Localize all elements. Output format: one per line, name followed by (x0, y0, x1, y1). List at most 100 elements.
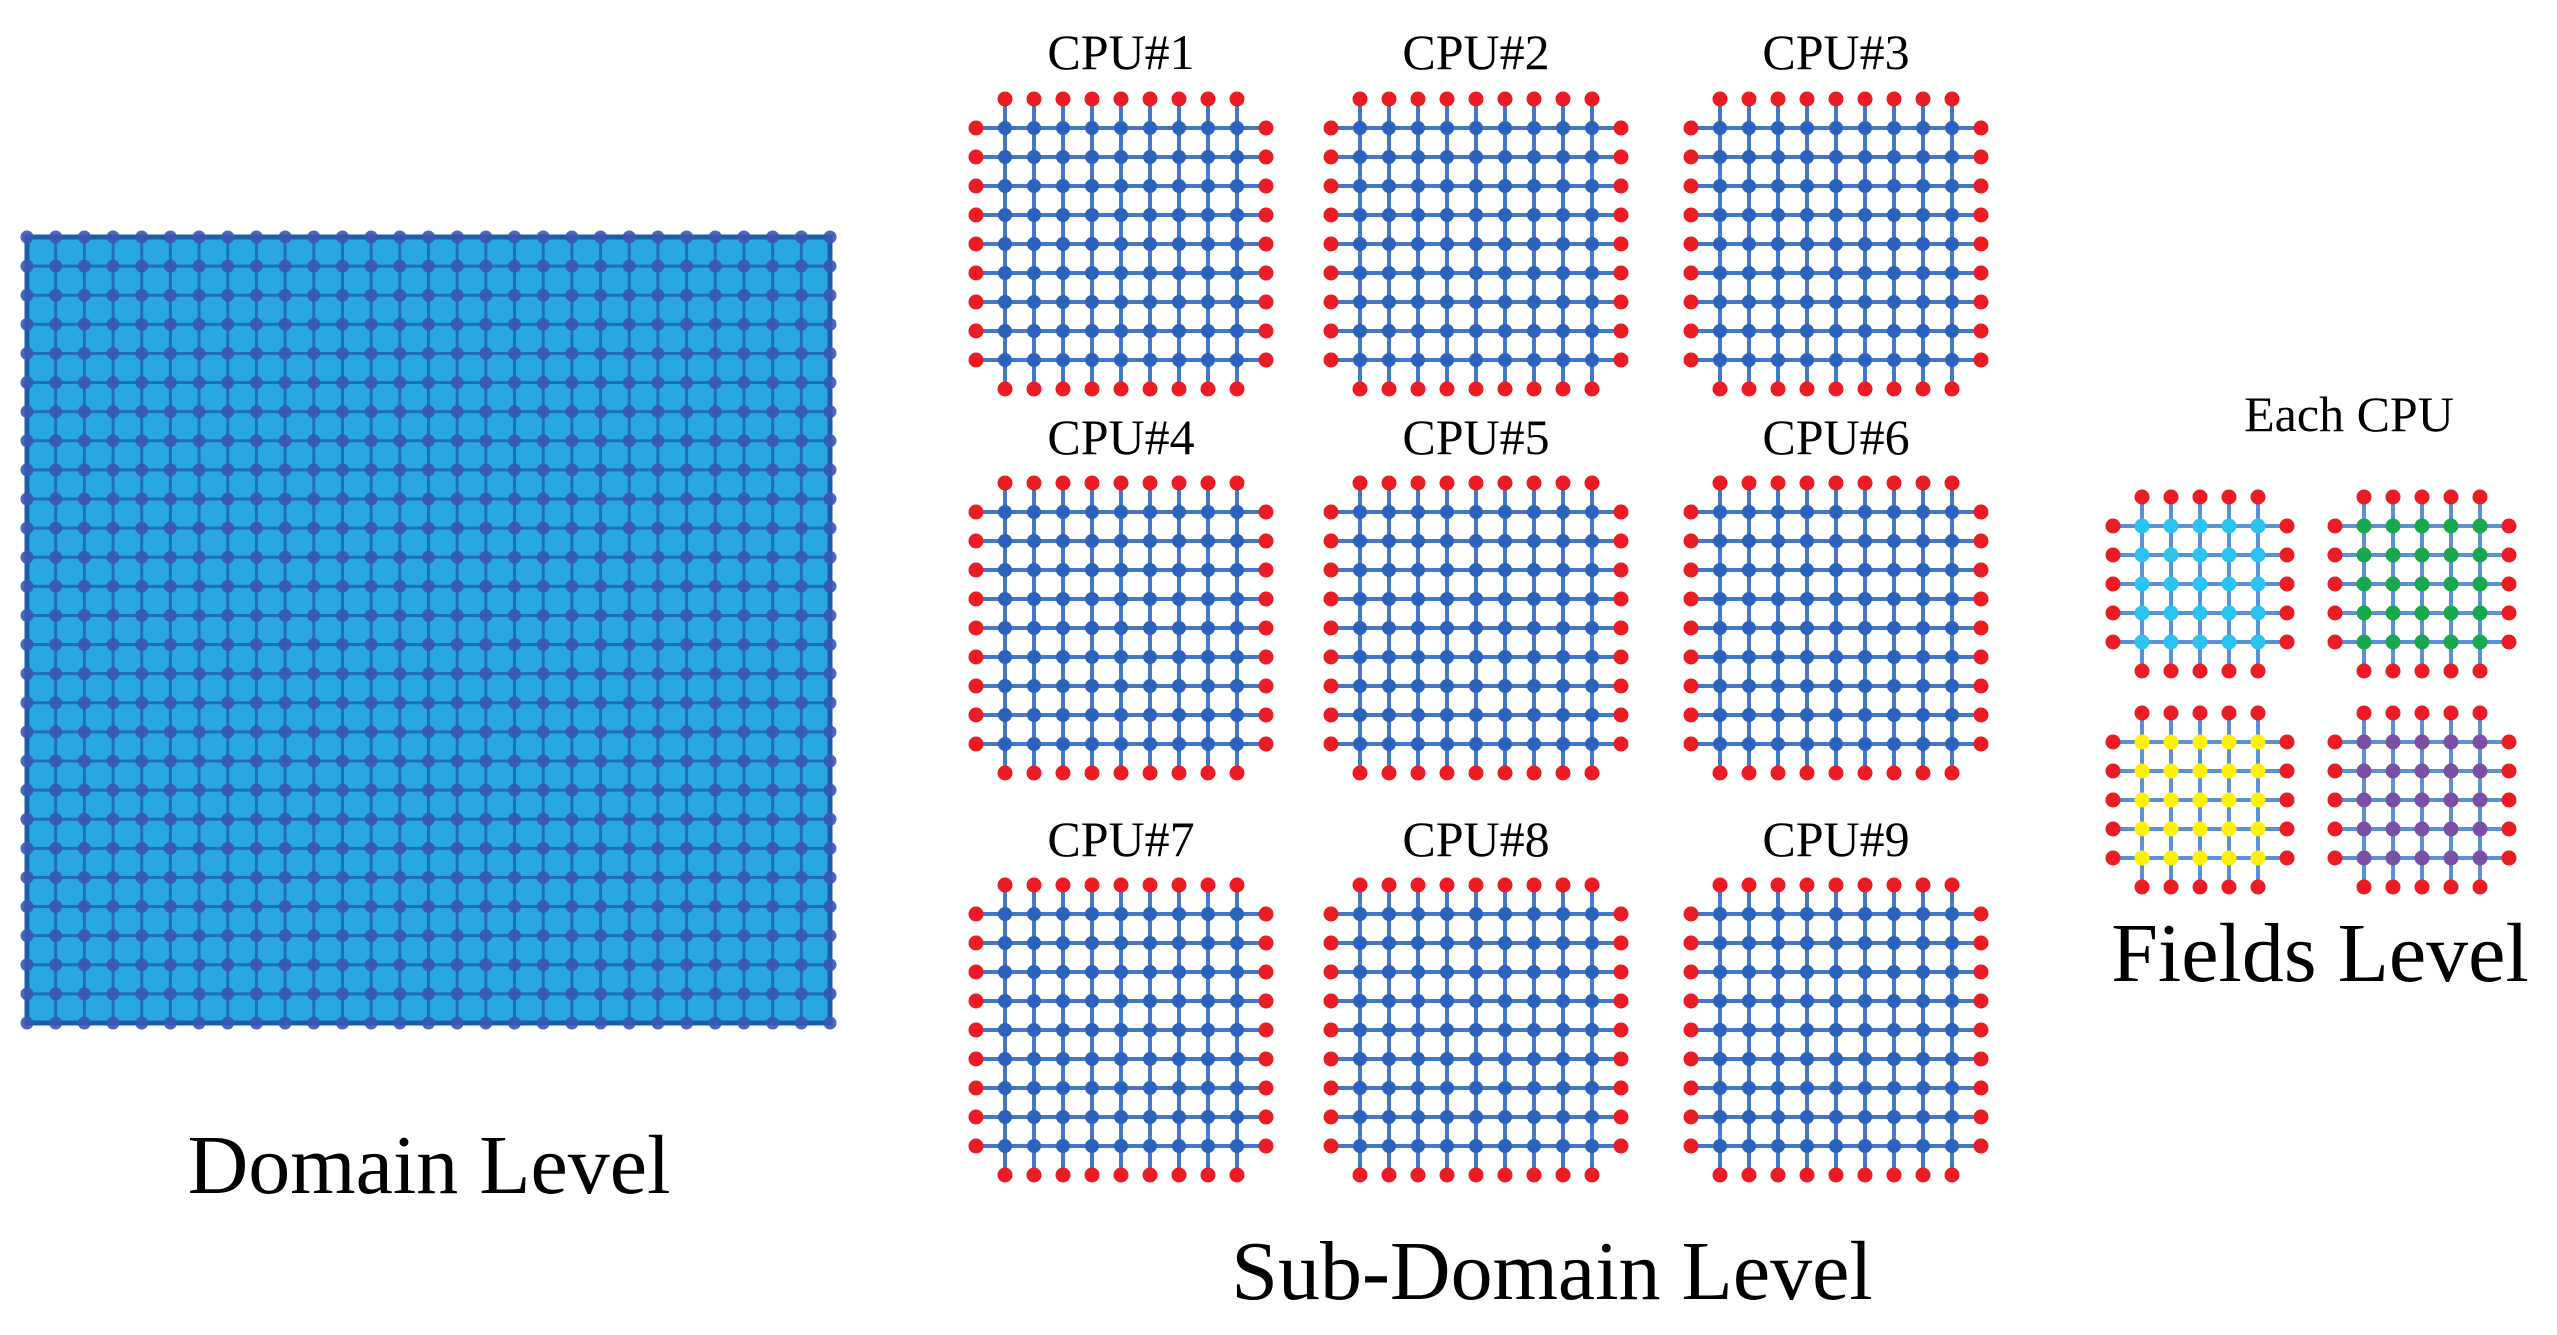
grid-dot (823, 259, 837, 273)
grid-dot (766, 579, 780, 593)
interior-dot (1829, 1081, 1843, 1095)
grid-dot (163, 317, 177, 331)
halo-dot (1113, 1167, 1129, 1183)
interior-dot (1713, 1052, 1727, 1066)
halo-dot (1683, 323, 1699, 339)
grid-dot (651, 900, 665, 914)
interior-dot (1771, 907, 1785, 921)
halo-dot (2279, 634, 2295, 650)
halo-dot (1497, 91, 1513, 107)
interior-dot (998, 592, 1012, 606)
grid-dot (565, 346, 579, 360)
interior-dot (1085, 1110, 1099, 1124)
grid-dot (163, 900, 177, 914)
grid-dot (594, 1016, 608, 1030)
grid-dot (737, 463, 751, 477)
interior-dot (2192, 605, 2208, 621)
grid-dot (708, 492, 722, 506)
interior-dot (1945, 121, 1959, 135)
interior-dot (1085, 650, 1099, 664)
interior-dot (2414, 792, 2430, 808)
interior-dot (1771, 650, 1785, 664)
halo-dot (1258, 1138, 1274, 1154)
interior-dot (2443, 734, 2459, 750)
grid-dot (622, 667, 636, 681)
halo-dot (1886, 1167, 1902, 1183)
interior-dot (1498, 679, 1512, 693)
interior-dot (1887, 650, 1901, 664)
grid-dot (49, 463, 63, 477)
halo-dot (1683, 649, 1699, 665)
halo-dot (2105, 634, 2121, 650)
interior-dot (1056, 679, 1070, 693)
halo-dot (1770, 91, 1786, 107)
grid-dot (163, 376, 177, 390)
cpu-grid-6 (1683, 475, 1989, 781)
halo-dots (2327, 705, 2517, 895)
grid-dot (135, 812, 149, 826)
interior-dot (1469, 324, 1483, 338)
interior-dot (1440, 1110, 1454, 1124)
grid-dot (479, 667, 493, 681)
interior-dot (1887, 965, 1901, 979)
interior-dot (1527, 708, 1541, 722)
grid-dot (422, 579, 435, 593)
interior-dot (1800, 1139, 1814, 1153)
halo-dot (1439, 877, 1455, 893)
halo-dot (2279, 605, 2295, 621)
grid-dot (422, 841, 435, 855)
interior-dot (1353, 621, 1367, 635)
interior-dot (1916, 237, 1930, 251)
cpu-grid-3 (1683, 91, 1989, 397)
interior-dot (1858, 150, 1872, 164)
interior-dot (1556, 621, 1570, 635)
grid-dot (450, 667, 464, 681)
grid-dot (651, 1016, 665, 1030)
interior-dot (2472, 792, 2488, 808)
interior-dot (1916, 295, 1930, 309)
grid-dot (278, 987, 292, 1001)
interior-dot (1742, 1023, 1756, 1037)
halo-dot (1323, 993, 1339, 1009)
interior-dot (1230, 592, 1244, 606)
grid-dot (221, 638, 235, 652)
halo-dot (968, 707, 984, 723)
halo-dot (1171, 1167, 1187, 1183)
interior-dot (1945, 650, 1959, 664)
interior-dot (1713, 534, 1727, 548)
grid-dot (766, 1016, 780, 1030)
halo-dot (2472, 663, 2488, 679)
halo-dot (1683, 178, 1699, 194)
halo-dot (1055, 765, 1071, 781)
grid-dot (249, 1016, 263, 1030)
grid-dot (335, 1016, 349, 1030)
grid-dot (594, 434, 608, 448)
interior-dot (1440, 121, 1454, 135)
interior-dot (1742, 505, 1756, 519)
halo-dot (1200, 475, 1216, 491)
interior-dot (1085, 994, 1099, 1008)
interior-dot (1027, 1023, 1041, 1037)
grid-dot (249, 376, 263, 390)
grid-dot (106, 638, 120, 652)
cpu-block-6: CPU#6 (1683, 398, 1989, 781)
interior-dot (1771, 592, 1785, 606)
interior-dot (1114, 1139, 1128, 1153)
grid-dot (622, 434, 636, 448)
interior-dot (1858, 563, 1872, 577)
grid-dot (766, 463, 780, 477)
grid-dot (622, 696, 636, 710)
grid-dot (565, 608, 579, 622)
grid-dot (708, 929, 722, 943)
interior-dot (1498, 708, 1512, 722)
halo-dot (1055, 381, 1071, 397)
halo-dot (1323, 1022, 1339, 1038)
grid-dot (393, 987, 407, 1001)
halo-dot (2279, 518, 2295, 534)
interior-dot (1713, 237, 1727, 251)
interior-dot (998, 208, 1012, 222)
interior-dot (1201, 505, 1215, 519)
grid-dot (49, 812, 63, 826)
interior-dot (1411, 936, 1425, 950)
grid-dot (536, 317, 550, 331)
